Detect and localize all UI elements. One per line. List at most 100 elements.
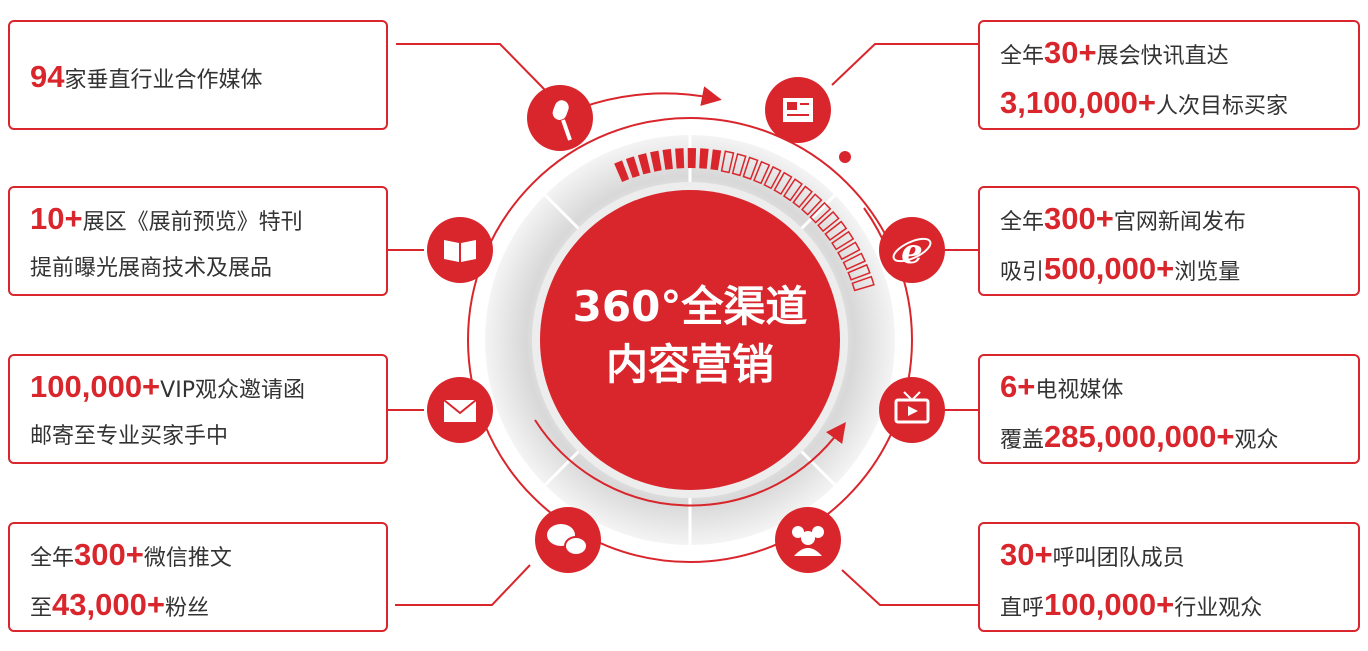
box-text: 微信推文 <box>143 546 232 571</box>
bottom-arrow <box>534 419 846 507</box>
box-text: 展会快讯直达 <box>1096 44 1229 69</box>
box-text: 家垂直行业合作媒体 <box>64 68 263 93</box>
box-text: 提前曝光展商技术及展品 <box>30 256 273 281</box>
ring-dividers <box>543 135 837 545</box>
box-text: 至 <box>30 596 53 621</box>
left-box-wechat: 全年300+微信推文 至43,000+粉丝 <box>8 522 388 632</box>
highlight-number: 500,000+ <box>1044 251 1175 286</box>
progress-tick <box>851 275 875 292</box>
progress-tick <box>824 220 848 242</box>
box-text: VIP观众邀请函 <box>160 378 305 403</box>
progress-tick <box>614 160 630 182</box>
box-text: 呼叫团队成员 <box>1052 546 1185 571</box>
highlight-number: 30+ <box>1044 35 1097 70</box>
right-box-web: 全年300+官网新闻发布 吸引500,000+浏览量 <box>978 186 1360 296</box>
box-text: 人次目标买家 <box>1156 94 1289 119</box>
right-box-tv: 6+电视媒体 覆盖285,000,000+观众 <box>978 354 1360 464</box>
highlight-number: 100,000+ <box>1044 587 1175 622</box>
progress-tick <box>817 210 840 233</box>
progress-tick <box>773 171 793 196</box>
progress-tick <box>782 178 803 202</box>
outer-ring <box>467 117 913 563</box>
right-box-call-line1: 30+呼叫团队成员 <box>1000 532 1358 582</box>
center-title-line2: 内容营销 <box>605 340 774 389</box>
highlight-number: 43,000+ <box>52 587 165 622</box>
box-text: 全年 <box>1000 44 1045 69</box>
box-text: 电视媒体 <box>1035 378 1124 403</box>
center-title-line1: 360°全渠道 <box>572 282 808 331</box>
highlight-number: 30+ <box>1000 537 1053 572</box>
box-text: 全年 <box>30 546 75 571</box>
box-text: 行业观众 <box>1174 596 1263 621</box>
left-box-preview-line1: 10+展区《展前预览》特刊 <box>30 196 386 246</box>
center-title: 360°全渠道 内容营销 <box>540 278 840 394</box>
left-box-vip: 100,000+VIP观众邀请函 邮寄至专业买家手中 <box>8 354 388 464</box>
center-disc <box>540 190 840 490</box>
progress-tick <box>675 148 685 169</box>
book-icon <box>427 217 493 283</box>
progress-tick <box>625 156 640 178</box>
progress-tick <box>731 153 747 177</box>
highlight-number: 3,100,000+ <box>1000 85 1157 120</box>
box-text: 覆盖 <box>1000 428 1045 453</box>
top-arrow <box>579 86 722 109</box>
box-text: 展区《展前预览》特刊 <box>82 210 303 235</box>
svg-text:e: e <box>901 232 923 272</box>
right-box-web-line1: 全年300+官网新闻发布 <box>1000 196 1358 246</box>
progress-tick <box>763 165 782 190</box>
right-box-call-line2: 直呼100,000+行业观众 <box>1000 582 1358 632</box>
highlight-number: 10+ <box>30 201 83 236</box>
highlight-number: 300+ <box>1044 201 1114 236</box>
right-box-news-line1: 全年30+展会快讯直达 <box>1000 30 1358 80</box>
progress-tick <box>720 150 735 174</box>
progress-tick <box>662 148 673 170</box>
tv-icon <box>879 377 945 443</box>
progress-tick <box>792 185 813 209</box>
progress-tick <box>710 149 722 171</box>
progress-ticks <box>614 148 875 292</box>
wechat-icon <box>535 507 601 573</box>
box-text: 观众 <box>1234 428 1279 453</box>
right-box-tv-line2: 覆盖285,000,000+观众 <box>1000 414 1358 464</box>
left-box-media: 94家垂直行业合作媒体 <box>8 20 388 130</box>
left-box-preview: 10+展区《展前预览》特刊 提前曝光展商技术及展品 <box>8 186 388 296</box>
box-text: 浏览量 <box>1174 260 1241 285</box>
microphone-icon <box>527 85 593 151</box>
progress-tick <box>837 241 861 261</box>
connector-lines <box>388 43 978 606</box>
right-box-call: 30+呼叫团队成员 直呼100,000+行业观众 <box>978 522 1360 632</box>
left-box-vip-line2: 邮寄至专业买家手中 <box>30 414 386 460</box>
progress-tick <box>847 263 871 281</box>
progress-tick <box>742 156 759 180</box>
highlight-number: 100,000+ <box>30 369 161 404</box>
right-box-news-line2: 3,100,000+人次目标买家 <box>1000 80 1358 130</box>
progress-tick <box>801 193 823 216</box>
progress-tick <box>687 148 697 169</box>
progress-tick <box>842 252 867 271</box>
left-box-vip-line1: 100,000+VIP观众邀请函 <box>30 364 386 414</box>
highlight-number: 285,000,000+ <box>1044 419 1235 454</box>
box-text: 吸引 <box>1000 260 1045 285</box>
left-box-wechat-line1: 全年300+微信推文 <box>30 532 386 582</box>
box-text: 官网新闻发布 <box>1113 210 1246 235</box>
box-text: 直呼 <box>1000 596 1045 621</box>
progress-tick <box>637 153 651 175</box>
box-text: 全年 <box>1000 210 1045 235</box>
box-text: 粉丝 <box>164 596 209 621</box>
right-box-news: 全年30+展会快讯直达 3,100,000+人次目标买家 <box>978 20 1360 130</box>
progress-tick <box>753 160 771 185</box>
envelope-icon <box>427 377 493 443</box>
progress-tick <box>650 150 662 172</box>
highlight-number: 6+ <box>1000 369 1036 404</box>
people-icon <box>775 507 841 573</box>
progress-tick <box>831 230 855 251</box>
left-box-preview-line2: 提前曝光展商技术及展品 <box>30 246 386 292</box>
progress-tick <box>699 148 709 169</box>
box-text: 邮寄至专业买家手中 <box>30 424 229 449</box>
left-box-media-line1: 94家垂直行业合作媒体 <box>30 54 386 104</box>
ie-browser-icon: e <box>879 217 945 283</box>
highlight-number: 300+ <box>74 537 144 572</box>
right-box-web-line2: 吸引500,000+浏览量 <box>1000 246 1358 296</box>
ring-dot <box>839 151 851 163</box>
